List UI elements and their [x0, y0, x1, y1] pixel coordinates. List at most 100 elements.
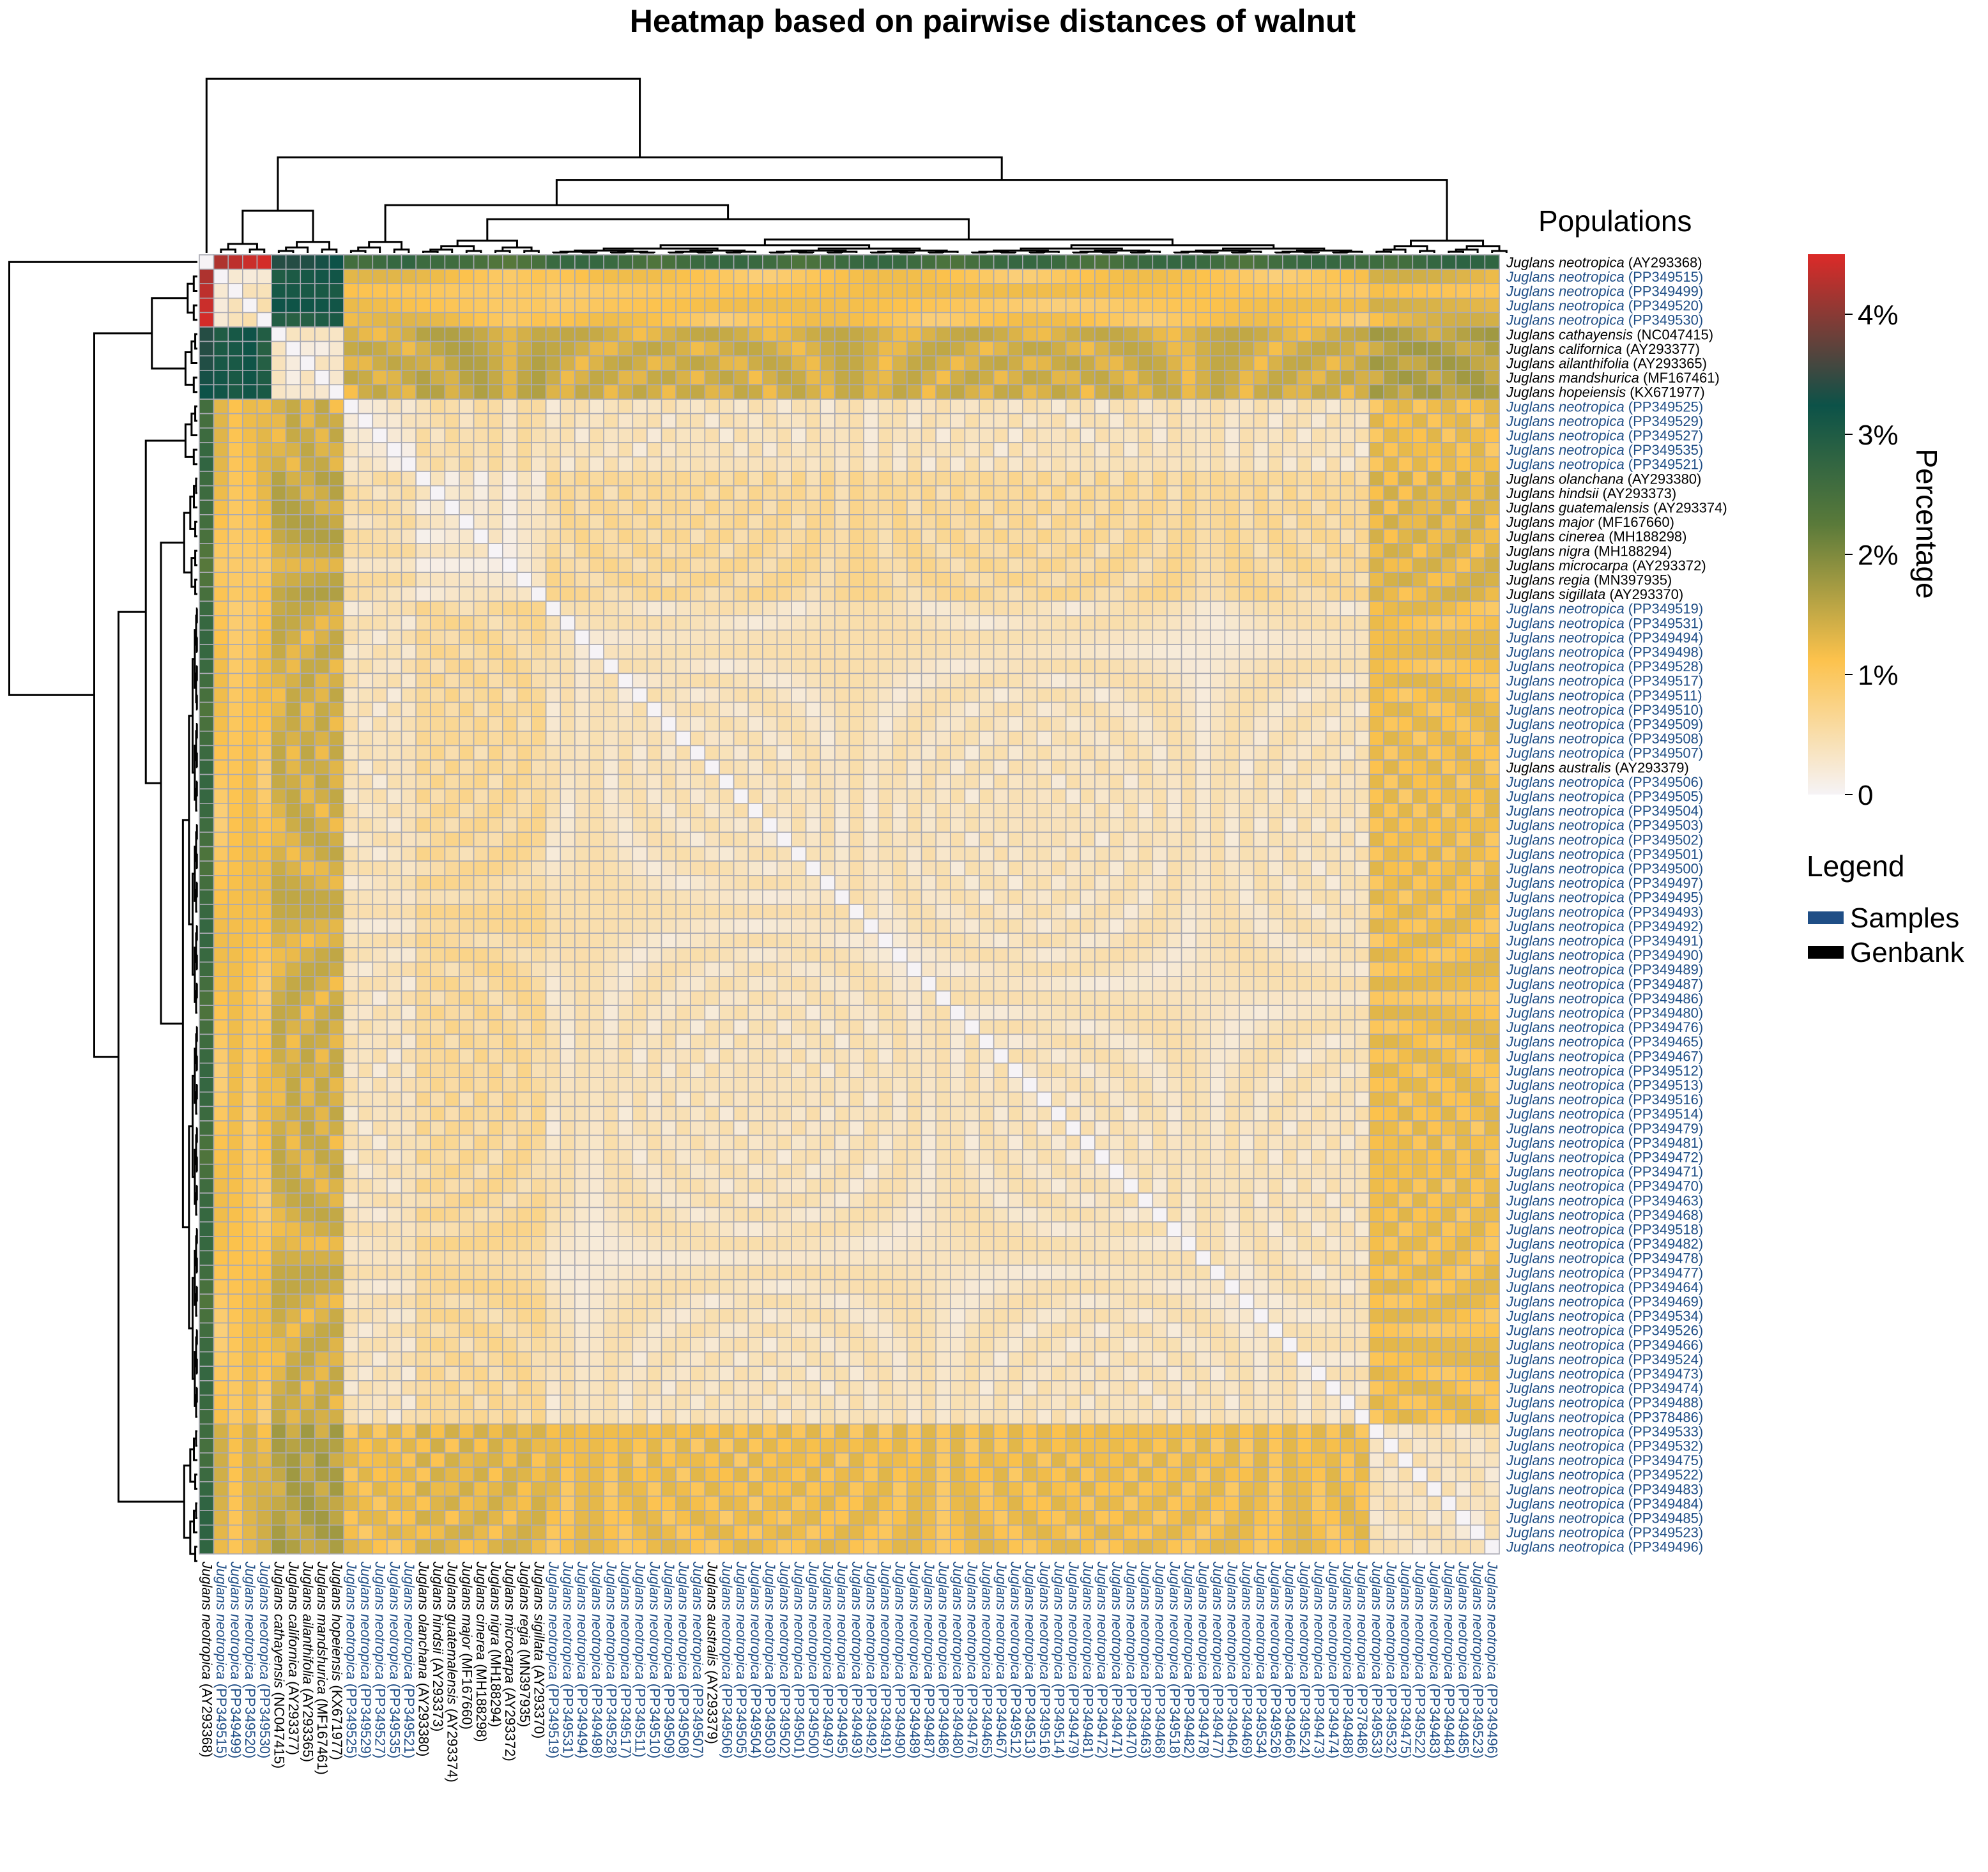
heatmap-cell	[588, 875, 604, 891]
heatmap-cell	[1152, 961, 1168, 977]
heatmap-cell	[1340, 701, 1356, 717]
heatmap-cell	[502, 427, 518, 443]
heatmap-cell	[1152, 456, 1168, 472]
heatmap-cell	[357, 1019, 374, 1035]
heatmap-cell	[531, 1005, 547, 1021]
heatmap-cell	[1137, 572, 1154, 588]
heatmap-cell	[719, 312, 735, 328]
heatmap-cell	[675, 860, 691, 876]
heatmap-cell	[964, 745, 980, 761]
heatmap-cell	[993, 326, 1009, 342]
heatmap-cell	[1311, 904, 1327, 920]
heatmap-cell	[199, 701, 215, 717]
heatmap-cell	[1455, 543, 1471, 559]
heatmap-cell	[199, 731, 215, 747]
heatmap-cell	[1311, 745, 1327, 761]
heatmap-cell	[1383, 600, 1399, 616]
heatmap-cell	[820, 932, 836, 948]
dendrogram-branch	[368, 241, 403, 250]
heatmap-cell	[285, 312, 302, 328]
heatmap-cell	[1224, 355, 1240, 371]
heatmap-cell	[372, 268, 388, 285]
heatmap-cell	[762, 731, 778, 747]
heatmap-cell	[921, 340, 937, 356]
heatmap-cell	[545, 384, 562, 400]
heatmap-cell	[1080, 1005, 1096, 1021]
heatmap-cell	[459, 543, 475, 559]
heatmap-cell	[1051, 745, 1067, 761]
heatmap-cell	[1296, 716, 1312, 732]
heatmap-cell	[328, 731, 344, 747]
heatmap-cell	[1137, 976, 1154, 992]
heatmap-cell	[964, 557, 980, 573]
heatmap-cell	[1267, 355, 1283, 371]
heatmap-cell	[661, 600, 677, 616]
heatmap-cell	[1253, 268, 1269, 285]
dendrogram-branch	[192, 275, 197, 292]
heatmap-cell	[1340, 629, 1356, 645]
heatmap-cell	[1065, 514, 1082, 530]
heatmap-cell	[588, 976, 604, 992]
heatmap-cell	[820, 615, 836, 631]
heatmap-cell	[1209, 340, 1226, 356]
heatmap-cell	[271, 932, 287, 948]
heatmap-cell	[1080, 471, 1096, 487]
heatmap-cell	[675, 615, 691, 631]
heatmap-cell	[877, 932, 894, 948]
heatmap-cell	[314, 932, 330, 948]
heatmap-cell	[357, 355, 374, 371]
heatmap-cell	[1065, 283, 1082, 299]
heatmap-cell	[1108, 340, 1124, 356]
heatmap-cell	[328, 499, 344, 515]
heatmap-cell	[935, 658, 951, 674]
heatmap-cell	[242, 961, 258, 977]
heatmap-cell	[213, 499, 229, 515]
heatmap-cell	[820, 658, 836, 674]
heatmap-cell	[805, 297, 822, 314]
heatmap-cell	[386, 644, 402, 660]
heatmap-cell	[805, 600, 822, 616]
heatmap-cell	[386, 557, 402, 573]
heatmap-cell	[314, 268, 330, 285]
heatmap-cell	[747, 600, 763, 616]
heatmap-cell	[1426, 572, 1442, 588]
heatmap-cell	[1152, 471, 1168, 487]
heatmap-cell	[560, 600, 576, 616]
heatmap-cell	[719, 731, 735, 747]
dendrogram-branch	[1455, 248, 1479, 253]
heatmap-cell	[747, 413, 763, 429]
heatmap-cell	[1239, 687, 1255, 703]
heatmap-cell	[1181, 615, 1197, 631]
heatmap-cell	[1209, 803, 1226, 819]
heatmap-cell	[1412, 543, 1428, 559]
heatmap-cell	[863, 731, 879, 747]
heatmap-cell	[1325, 369, 1342, 386]
heatmap-cell	[256, 976, 272, 992]
heatmap-cell	[993, 514, 1009, 530]
heatmap-cell	[1224, 600, 1240, 616]
heatmap-cell	[213, 384, 229, 400]
heatmap-cell	[689, 485, 706, 501]
heatmap-cell	[979, 471, 995, 487]
dendrogram-branch	[1072, 251, 1089, 254]
heatmap-cell	[632, 759, 648, 775]
heatmap-cell	[429, 745, 446, 761]
heatmap-cell	[704, 586, 720, 602]
heatmap-cell	[1282, 947, 1298, 963]
heatmap-cell	[1195, 889, 1211, 905]
heatmap-cell	[1412, 673, 1428, 689]
heatmap-cell	[487, 413, 503, 429]
heatmap-cell	[1253, 701, 1269, 717]
heatmap-cell	[1181, 528, 1197, 544]
heatmap-cell	[574, 773, 590, 789]
heatmap-cell	[1296, 976, 1312, 992]
heatmap-cell	[343, 990, 359, 1006]
heatmap-cell	[401, 528, 417, 544]
heatmap-cell	[386, 658, 402, 674]
heatmap-cell	[1484, 644, 1500, 660]
heatmap-cell	[1065, 947, 1082, 963]
heatmap-cell	[242, 745, 258, 761]
heatmap-cell	[1195, 326, 1211, 342]
heatmap-cell	[877, 687, 894, 703]
heatmap-cell	[502, 745, 518, 761]
